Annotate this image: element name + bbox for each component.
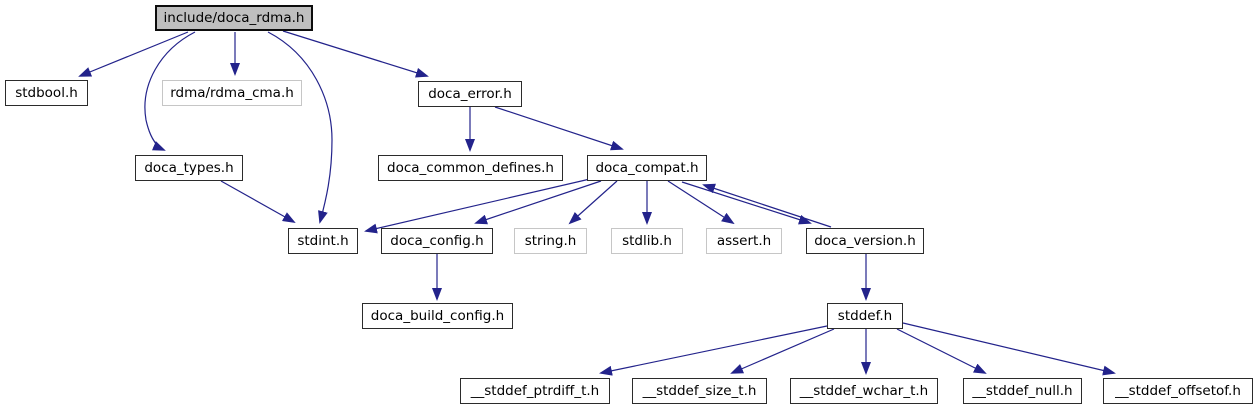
node-doca-compat-h[interactable]: doca_compat.h [587,155,707,181]
node-stddef-h[interactable]: stddef.h [827,303,903,329]
edge-doca_compat-assert [667,180,735,225]
edge-doca_types-stdint [220,180,296,223]
edge-stddef-stddef_size [730,328,835,374]
node-stdbool-h[interactable]: stdbool.h [5,80,88,106]
node-include-doca-rdma-h: include/doca_rdma.h [155,5,313,31]
edge-group [78,30,1116,376]
node-string-h: string.h [514,228,587,254]
edge-stddef-stddef_null [896,328,987,374]
edge-doca_compat-doca_config [474,180,602,225]
node-stddef-size-t-h[interactable]: __stddef_size_t.h [632,378,767,404]
edge-doca_rdma-stdint [267,31,333,224]
node-doca-error-h[interactable]: doca_error.h [418,81,522,107]
node-stddef-null-h[interactable]: __stddef_null.h [963,378,1082,404]
node-doca-common-defines-h[interactable]: doca_common_defines.h [378,155,563,181]
node-stddef-wchar-t-h[interactable]: __stddef_wchar_t.h [790,378,938,404]
node-rdma-rdma-cma-h: rdma/rdma_cma.h [162,80,302,106]
node-stdint-h[interactable]: stdint.h [288,228,358,254]
edge-doca_rdma-doca_error [282,30,429,78]
edge-doca_compat-string [568,180,618,225]
node-stddef-ptrdiff-t-h[interactable]: __stddef_ptrdiff_t.h [460,378,610,404]
node-doca-config-h[interactable]: doca_config.h [381,228,493,254]
edge-doca_rdma-stdbool [78,31,189,77]
node-doca-version-h[interactable]: doca_version.h [806,228,924,254]
edge-doca_version-doca_compat [702,183,832,228]
node-stdlib-h: stdlib.h [611,228,683,254]
node-stddef-offsetof-h[interactable]: __stddef_offsetof.h [1103,378,1253,404]
node-doca-build-config-h[interactable]: doca_build_config.h [362,303,513,329]
node-assert-h: assert.h [706,228,782,254]
node-doca-types-h[interactable]: doca_types.h [135,155,243,181]
edge-doca_compat-stdint [364,178,591,234]
edge-doca_error-doca_compat [494,106,624,151]
edge-stddef-stddef_ptrdiff [599,325,828,376]
edge-doca_rdma-doca_types [144,31,196,151]
edge-stddef-stddef_offsetof [902,322,1116,376]
